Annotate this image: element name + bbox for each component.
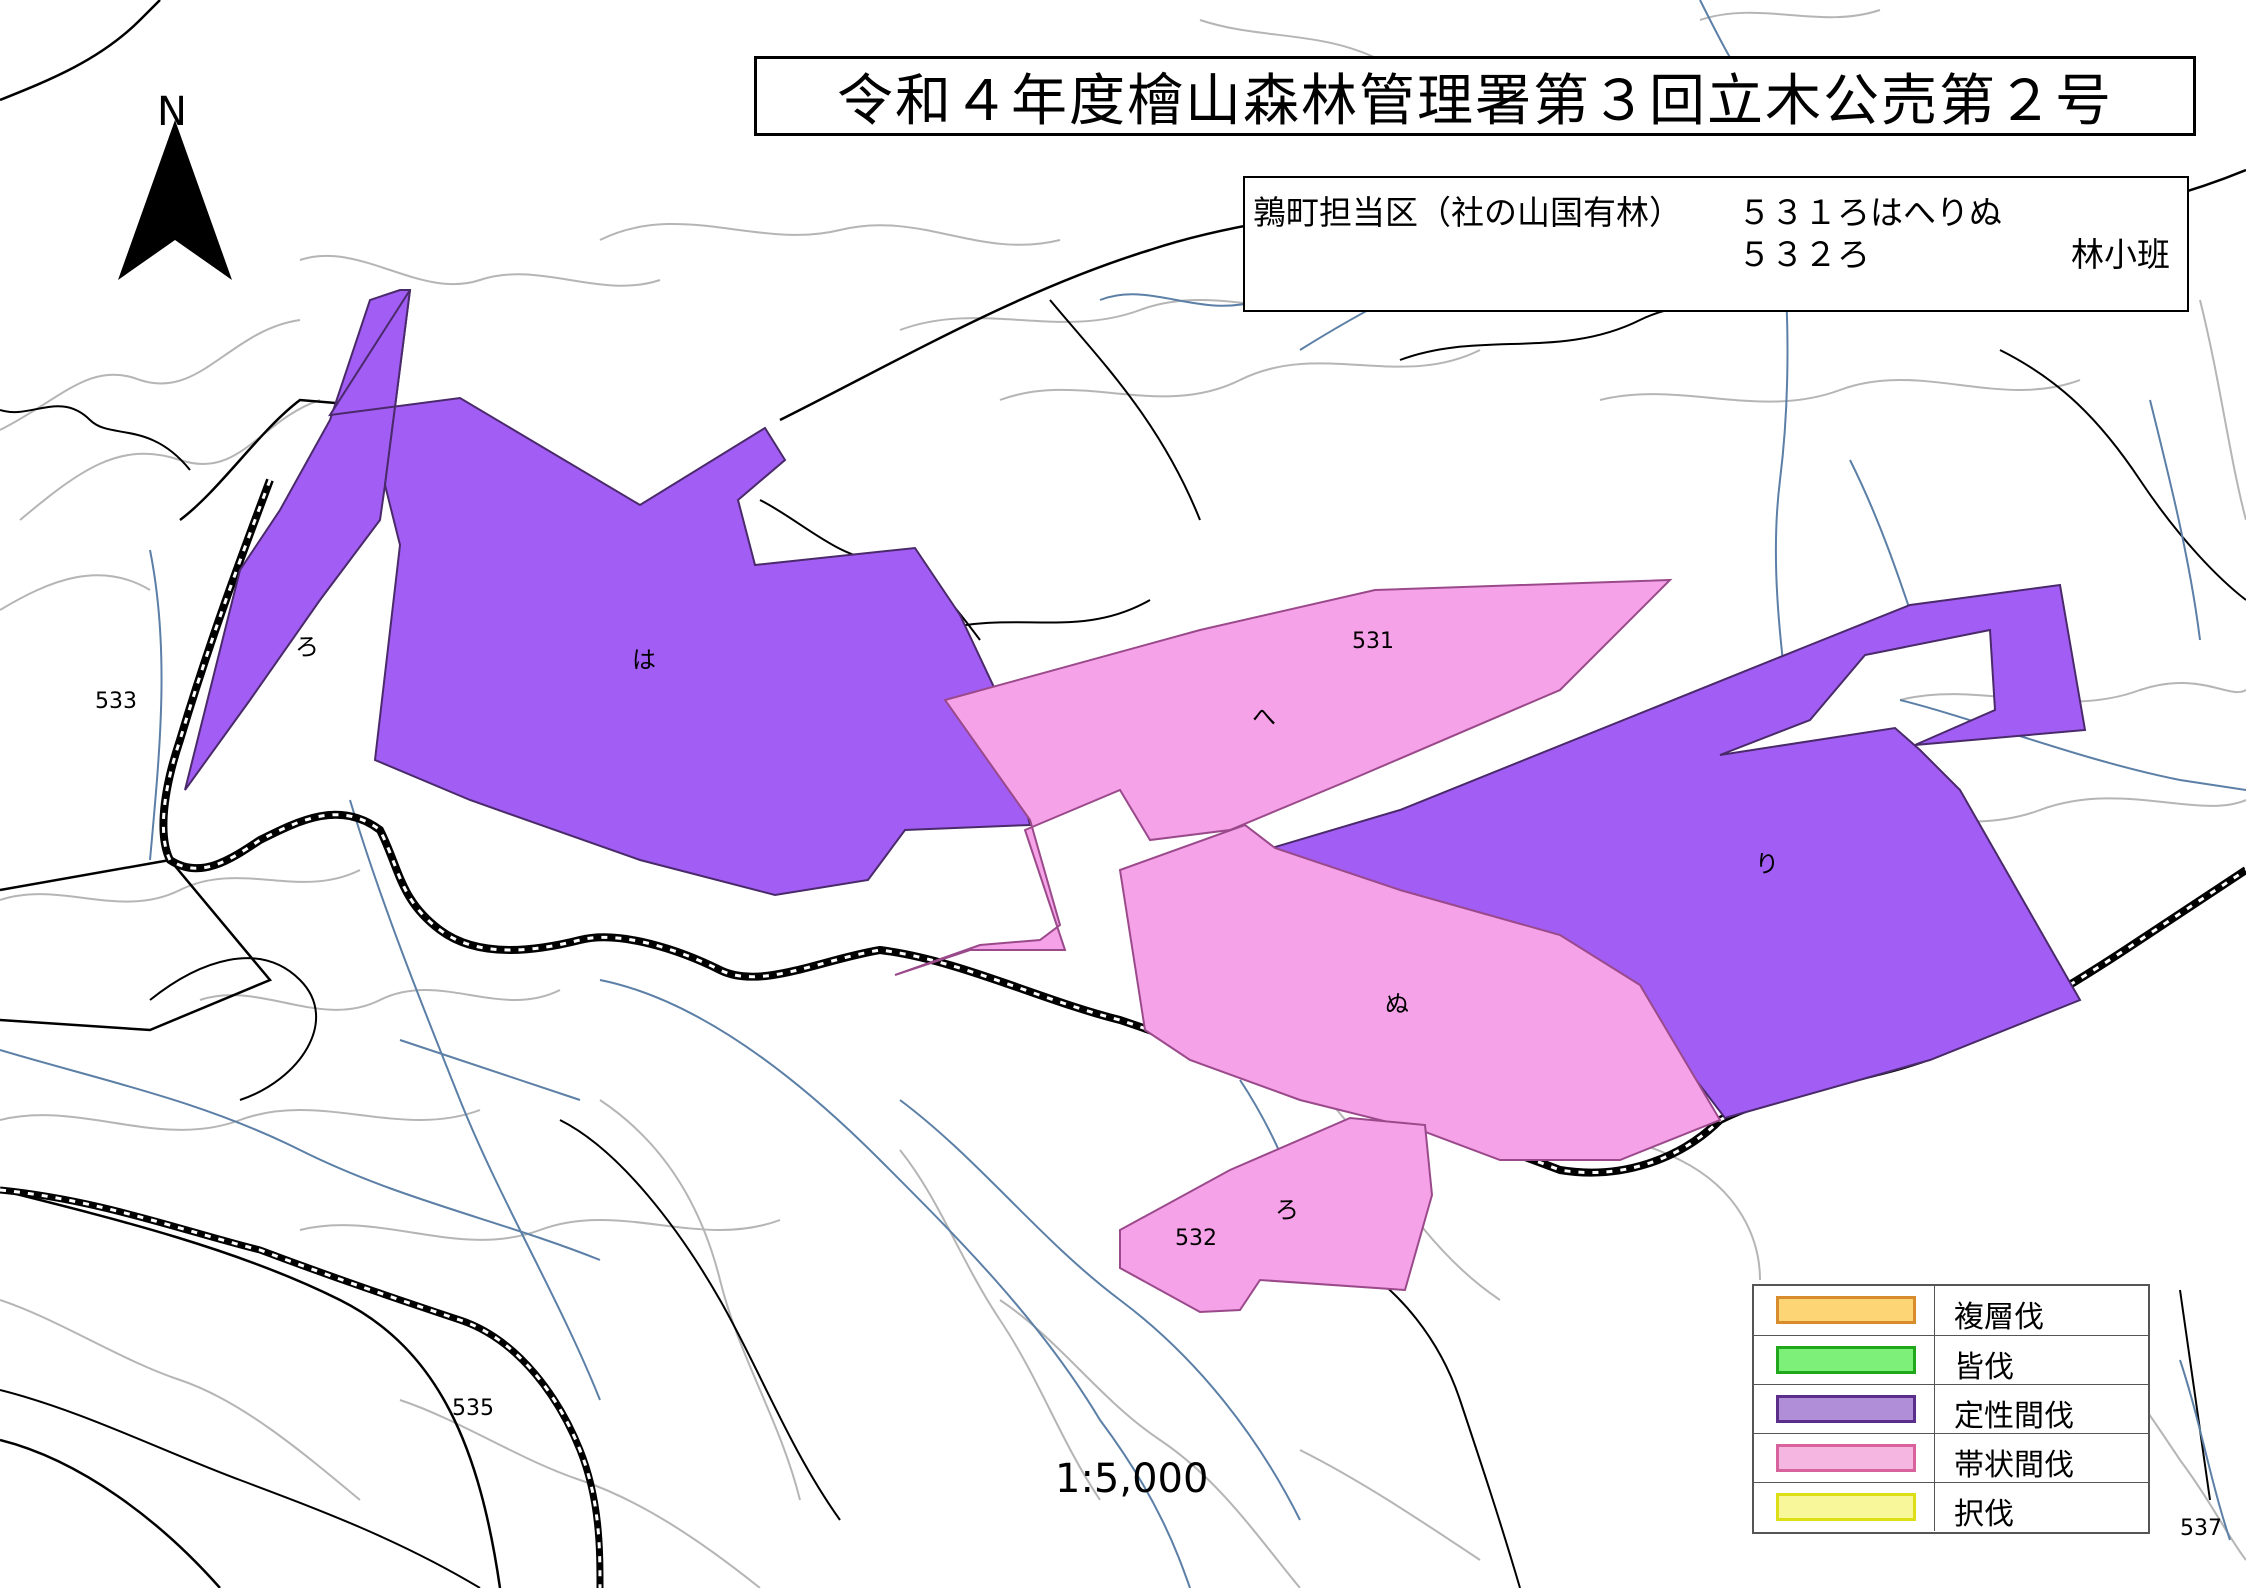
legend-label: 複層伐 <box>1954 1300 2044 1335</box>
info-compartments-line2: ５３２ろ <box>1738 235 1870 274</box>
compartment-531-he <box>894 578 1673 976</box>
legend-swatch <box>1776 1346 1916 1374</box>
compartment-532-ro <box>1119 1116 1434 1314</box>
north-arrow: N <box>118 89 232 280</box>
compartment-info-box: 鶉町担当区（社の山国有林） ５３１ろはへりぬ ５３２ろ 林小班 <box>1243 176 2189 312</box>
compartment-numbers: 531 532 533 535 537 <box>95 629 2222 1541</box>
legend-item: 択伐 <box>1754 1482 2148 1532</box>
subcompartment-label-he: へ <box>1252 703 1276 731</box>
legend-label: 択伐 <box>1954 1497 2014 1532</box>
compartment-number-537: 537 <box>2180 1516 2222 1541</box>
page-title: 令和４年度檜山森林管理署第３回立木公売第２号 <box>754 56 2196 136</box>
compartment-number-532: 532 <box>1175 1226 1217 1251</box>
subcompartment-label-532-ro: ろ <box>1275 1196 1299 1224</box>
legend-item: 複層伐 <box>1754 1286 2148 1335</box>
compartment-number-533: 533 <box>95 689 137 714</box>
legend-swatch <box>1776 1493 1916 1521</box>
subcompartment-label-nu: ぬ <box>1385 990 1409 1018</box>
subcompartment-labels: ろ は へ り ぬ ろ <box>295 633 1779 1224</box>
legend-label: 定性間伐 <box>1954 1399 2074 1434</box>
subcompartment-label-531-ro: ろ <box>295 633 319 661</box>
info-compartments-line1: ５３１ろはへりぬ <box>1738 193 2002 232</box>
legend-item: 帯状間伐 <box>1754 1433 2148 1483</box>
legend-swatch <box>1776 1395 1916 1423</box>
subcompartment-label-ri: り <box>1755 850 1779 878</box>
compartment-531-ro <box>184 289 412 791</box>
legend-swatch <box>1776 1444 1916 1472</box>
strip-thinning-areas <box>894 578 1722 1314</box>
north-arrow-icon <box>118 120 232 280</box>
info-area: 鶉町担当区（社の山国有林） <box>1253 193 1682 232</box>
subcompartment-label-ha: は <box>632 646 656 674</box>
compartment-number-531: 531 <box>1352 629 1394 654</box>
legend-item: 定性間伐 <box>1754 1384 2148 1434</box>
legend-swatch <box>1776 1296 1916 1324</box>
compartment-531-nu <box>1118 823 1722 1161</box>
legend-item: 皆伐 <box>1754 1335 2148 1385</box>
north-label: N <box>157 89 187 135</box>
map-scale: 1:5,000 <box>1055 1456 1208 1502</box>
compartment-531-ha <box>327 289 1032 897</box>
info-suffix: 林小班 <box>2071 235 2170 274</box>
compartment-number-535: 535 <box>452 1396 494 1421</box>
legend-label: 帯状間伐 <box>1954 1448 2074 1483</box>
legend: 複層伐 皆伐 定性間伐 帯状間伐 択伐 <box>1752 1284 2150 1534</box>
selective-thinning-areas <box>184 289 2087 1120</box>
forest-boundary <box>0 478 2246 1588</box>
legend-label: 皆伐 <box>1954 1350 2014 1385</box>
